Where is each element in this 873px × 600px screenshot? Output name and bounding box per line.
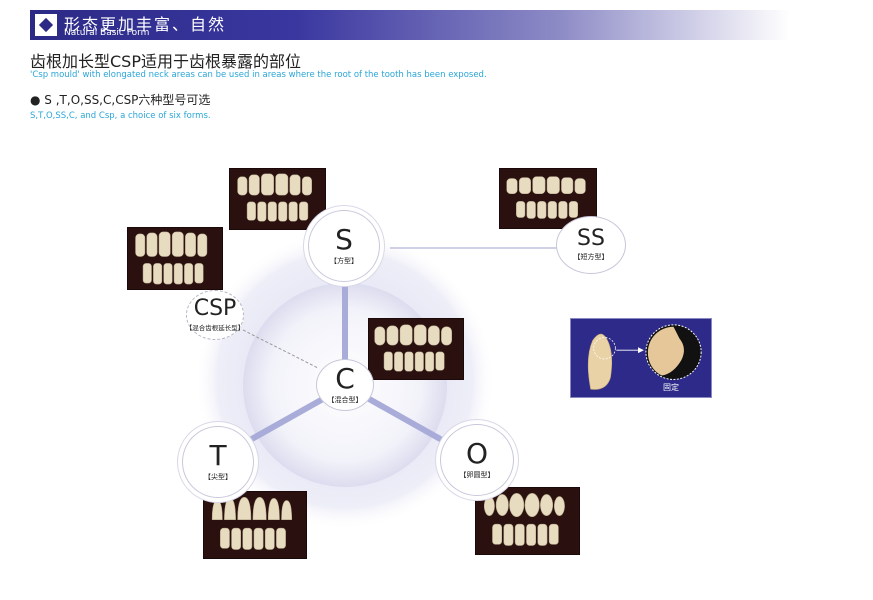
teeth-photo-csp <box>127 227 223 290</box>
forms-bullet-english: S,T,O,SS,C, and Csp, a choice of six for… <box>30 111 211 121</box>
teeth-photo-ss-art <box>506 176 586 219</box>
form-letter-o: O <box>465 437 489 470</box>
header-subtitle: Natural Basic Form <box>64 28 150 38</box>
form-label-t: 【尖型】 <box>204 473 232 481</box>
fixation-label: 固定 <box>663 383 679 392</box>
teeth-photo-s <box>229 168 326 230</box>
headline-english: 'Csp mould' with elongated neck areas ca… <box>30 70 487 80</box>
form-node-t: T 【尖型】 <box>186 430 250 494</box>
teeth-photo-o <box>475 487 580 555</box>
diamond-logo-icon <box>35 14 57 36</box>
spoke-c-o <box>360 392 444 443</box>
teeth-photo-c <box>368 318 464 380</box>
connector-csp-c <box>242 329 319 369</box>
teeth-photo-s-art <box>237 173 312 222</box>
spoke-c-t <box>248 392 332 443</box>
teeth-photo-csp-art <box>135 231 208 285</box>
form-letter-c: C <box>335 362 355 395</box>
forms-bullet-text: S ,T,O,SS,C,CSP六种型号可选 <box>44 93 211 107</box>
form-label-c: 【混合型】 <box>327 396 363 404</box>
form-node-s: S 【方型】 <box>312 214 376 278</box>
headline: 齿根加长型CSP适用于齿根暴露的部位 <box>30 52 301 71</box>
form-letter-ss: SS <box>577 226 605 251</box>
teeth-photo-t <box>203 491 307 559</box>
fixation-inset: 固定 <box>570 318 712 398</box>
form-label-ss: 【短方型】 <box>573 253 609 261</box>
form-label-csp: 【混合齿根延长型】 <box>185 324 245 332</box>
form-label-s: 【方型】 <box>330 257 358 265</box>
form-label-o: 【卵圆型】 <box>459 471 495 479</box>
form-node-o: O 【卵圆型】 <box>444 428 510 492</box>
form-letter-t: T <box>209 439 227 472</box>
teeth-photo-t-art <box>211 497 292 550</box>
forms-bullet: ● S ,T,O,SS,C,CSP六种型号可选 <box>30 93 211 107</box>
form-letter-s: S <box>335 223 353 256</box>
header-title: 形态更加丰富、自然 <box>64 15 227 34</box>
teeth-photo-c-art <box>374 324 452 372</box>
header-banner: 形态更加丰富、自然 Natural Basic Form <box>30 10 790 40</box>
form-node-csp: CSP 【混合齿根延长型】 <box>186 290 244 340</box>
form-node-c: C 【混合型】 <box>316 359 374 411</box>
teeth-photo-o-art <box>483 493 565 546</box>
form-letter-csp: CSP <box>193 296 237 321</box>
fixation-inset-art <box>587 324 702 390</box>
form-node-ss: SS 【短方型】 <box>556 216 626 274</box>
